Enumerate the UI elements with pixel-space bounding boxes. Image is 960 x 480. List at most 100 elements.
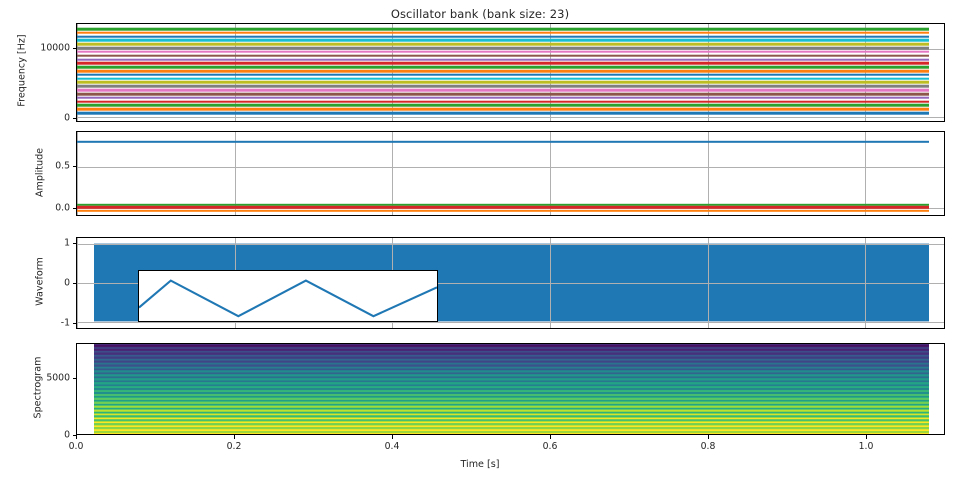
ytick-mark bbox=[72, 48, 76, 50]
ytick-mark bbox=[72, 377, 76, 379]
spectrogram-band bbox=[94, 365, 930, 367]
spectrogram-band bbox=[94, 388, 930, 390]
spectrogram-band bbox=[94, 414, 930, 416]
frequency-line-osc-7 bbox=[77, 88, 930, 92]
spectrogram-band bbox=[94, 415, 930, 417]
ytick-mark bbox=[72, 323, 76, 324]
spectrogram-band bbox=[94, 368, 930, 369]
frequency-line-osc-21 bbox=[77, 35, 930, 38]
frequency-line-osc-6 bbox=[77, 92, 930, 96]
ytick-mark bbox=[72, 166, 76, 168]
spectrogram-band bbox=[94, 412, 930, 414]
spectrogram-band bbox=[94, 425, 930, 427]
spectrogram-band bbox=[94, 354, 930, 355]
spectrogram-band bbox=[94, 364, 930, 365]
frequency-line-osc-18 bbox=[77, 46, 930, 50]
spectrogram-band bbox=[94, 400, 930, 401]
spectrogram-band bbox=[94, 381, 930, 382]
amplitude-plot-area bbox=[77, 132, 944, 215]
frequency-line-osc-14 bbox=[77, 62, 930, 65]
spectrogram-band bbox=[94, 367, 930, 368]
spectrogram-band bbox=[94, 403, 930, 405]
ytick-mark bbox=[72, 243, 76, 244]
spectrogram-band bbox=[94, 350, 930, 351]
frequency-axes[interactable] bbox=[76, 23, 945, 122]
ytick-mark bbox=[72, 283, 76, 284]
xtick-label: 0.2 bbox=[226, 441, 242, 452]
spectrogram-band bbox=[94, 376, 930, 378]
spectrogram-band bbox=[94, 395, 930, 396]
amplitude-line-amp-tertiary bbox=[77, 205, 930, 209]
spectrogram-band bbox=[94, 358, 930, 360]
gridline-horizontal bbox=[77, 283, 944, 284]
spectrogram-band bbox=[94, 399, 930, 400]
spectrogram-band bbox=[94, 414, 930, 415]
spectrogram-band bbox=[94, 374, 930, 376]
gridline-vertical bbox=[234, 24, 236, 121]
spectrogram-band bbox=[94, 422, 930, 424]
spectrogram-band bbox=[94, 361, 930, 363]
spectrogram-band bbox=[94, 419, 930, 421]
spectrogram-band bbox=[94, 367, 930, 369]
waveform-zoom-inset[interactable] bbox=[138, 270, 438, 322]
amplitude-axes[interactable] bbox=[76, 131, 945, 216]
spectrogram-band bbox=[94, 396, 930, 398]
spectrogram-band bbox=[94, 433, 930, 434]
gridline-horizontal bbox=[77, 116, 944, 118]
gridline-horizontal bbox=[77, 322, 944, 324]
waveform-trough-edge bbox=[94, 320, 930, 324]
gridline-horizontal bbox=[77, 166, 944, 168]
ytick-label: 0 bbox=[64, 112, 70, 124]
spectrogram-band bbox=[94, 375, 930, 377]
spectrogram-band bbox=[94, 410, 930, 412]
amplitude-line-amp-quaternary bbox=[77, 209, 930, 213]
spectrogram-band bbox=[94, 373, 930, 375]
gridline-vertical bbox=[707, 24, 709, 121]
frequency-line-osc-8 bbox=[77, 85, 930, 88]
spectrogram-band bbox=[94, 353, 930, 354]
spectrogram-band bbox=[94, 355, 930, 356]
ytick-label: 0 bbox=[64, 429, 70, 441]
spectrogram-band bbox=[94, 383, 930, 385]
spectrogram-band bbox=[94, 384, 930, 386]
spectrogram-band bbox=[94, 385, 930, 387]
spectrogram-band bbox=[94, 363, 930, 365]
xtick-label: 0.6 bbox=[542, 441, 558, 452]
frequency-line-osc-11 bbox=[77, 73, 930, 77]
spectrogram-band bbox=[94, 416, 930, 417]
spectrogram-band bbox=[94, 430, 930, 431]
spectrogram-band bbox=[94, 420, 930, 422]
ytick-mark bbox=[72, 435, 76, 436]
spectrogram-band bbox=[94, 394, 930, 396]
xtick-label: 0.4 bbox=[384, 441, 400, 452]
spectrogram-band bbox=[94, 356, 930, 358]
spectrogram-band bbox=[94, 362, 930, 364]
spectrogram-band bbox=[94, 417, 930, 418]
spectrogram-band bbox=[94, 363, 930, 364]
spectrogram-band bbox=[94, 416, 930, 418]
frequency-line-osc-15 bbox=[77, 58, 930, 61]
spectrogram-band bbox=[94, 404, 930, 406]
spectrogram-band bbox=[94, 382, 930, 384]
spectrogram-band bbox=[94, 389, 930, 390]
spectrogram-band bbox=[94, 345, 930, 347]
spectrogram-band bbox=[94, 430, 930, 432]
frequency-line-osc-1 bbox=[77, 111, 930, 115]
frequency-line-osc-23 bbox=[77, 27, 930, 31]
spectrogram-band bbox=[94, 391, 930, 393]
spectrogram-band bbox=[94, 370, 930, 372]
spectrogram-axes[interactable] bbox=[76, 343, 945, 435]
spectrogram-band bbox=[94, 407, 930, 408]
spectrogram-ylabel: Spectrogram bbox=[32, 356, 44, 419]
spectrogram-band bbox=[94, 365, 930, 367]
spectrogram-band bbox=[94, 397, 930, 399]
amplitude-ylabel: Amplitude bbox=[34, 147, 46, 198]
spectrogram-band bbox=[94, 349, 930, 351]
spectrogram-band bbox=[94, 380, 930, 382]
spectrogram-band bbox=[94, 389, 930, 391]
ytick-label: 5000 bbox=[46, 372, 70, 383]
spectrogram-band bbox=[94, 368, 930, 370]
spectrogram-band bbox=[94, 405, 930, 406]
frequency-line-osc-17 bbox=[77, 50, 930, 54]
spectrogram-band bbox=[94, 410, 930, 412]
